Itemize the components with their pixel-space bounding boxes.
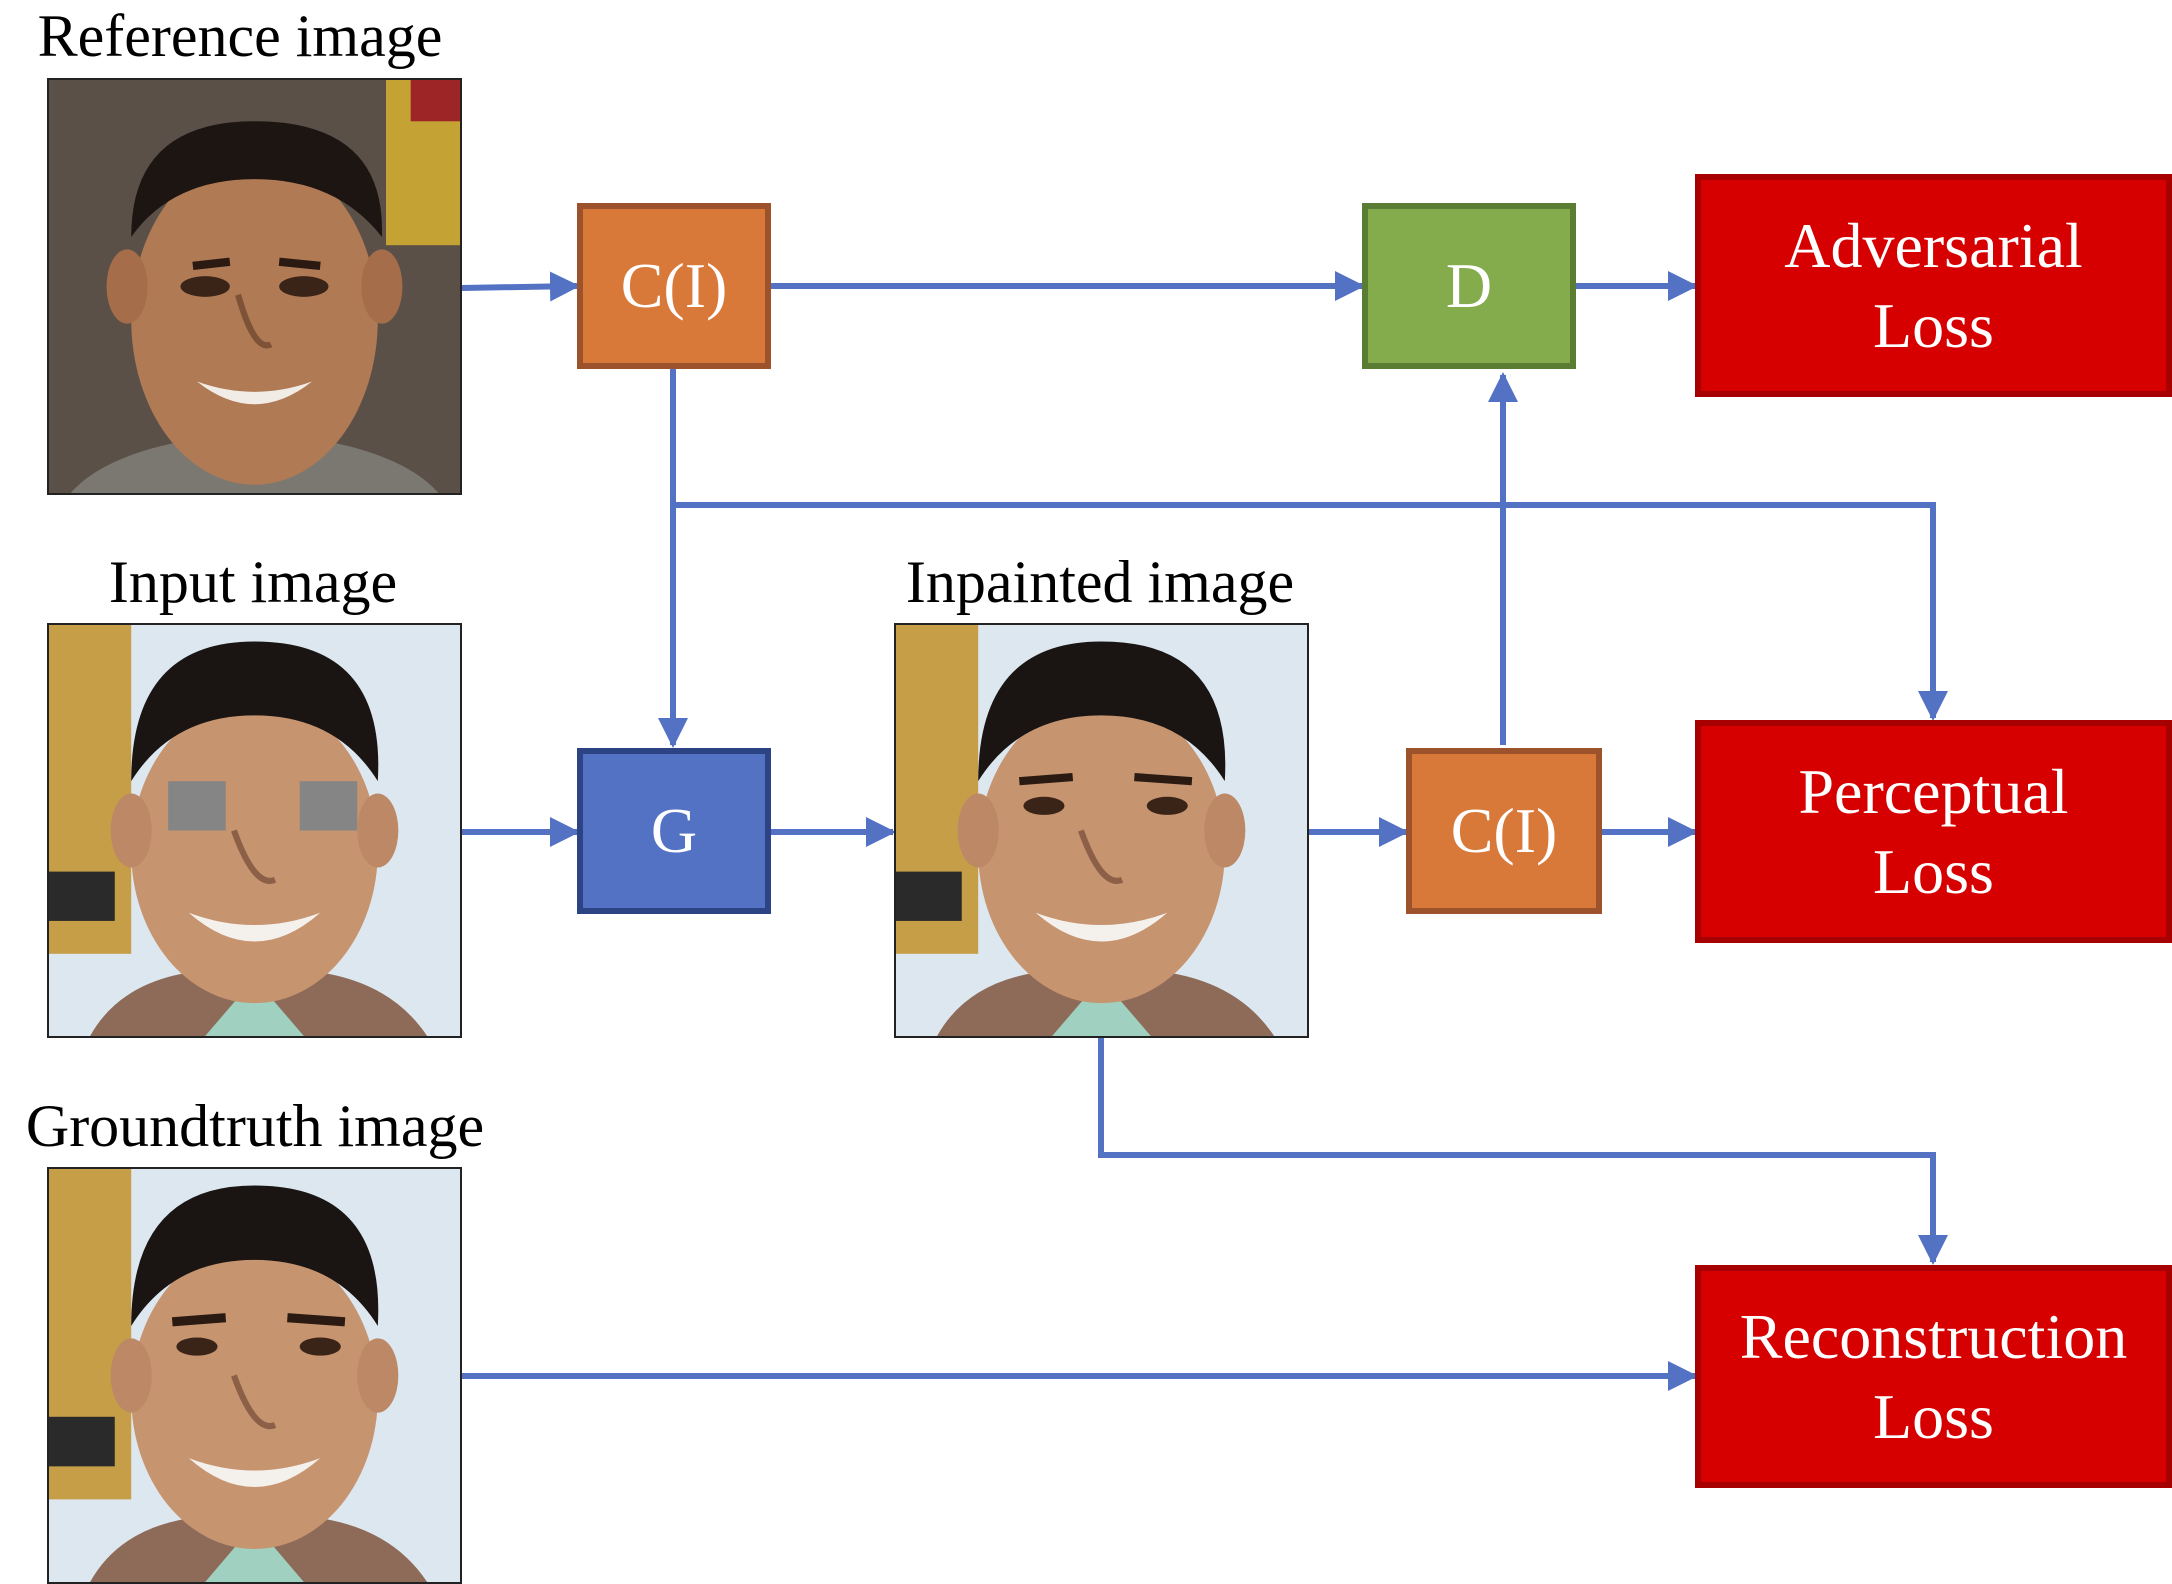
reconstruction-loss-box: Reconstruction Loss xyxy=(1695,1265,2172,1488)
generator-label: G xyxy=(650,795,698,866)
generator-block: G xyxy=(577,748,771,914)
context-encoder-top-label: C(I) xyxy=(620,250,728,321)
discriminator-block: D xyxy=(1362,203,1576,369)
perceptual-loss-line1: Perceptual xyxy=(1798,755,2069,827)
context-encoder-top-block: C(I) xyxy=(577,203,771,369)
context-encoder-bottom-label: C(I) xyxy=(1450,795,1558,866)
adversarial-loss-line1: Adversarial xyxy=(1784,209,2083,281)
input-face-photo xyxy=(47,623,462,1038)
adversarial-loss-box: Adversarial Loss xyxy=(1695,174,2172,397)
discriminator-label: D xyxy=(1445,250,1493,321)
reconstruction-loss-line2: Loss xyxy=(1873,1380,1994,1452)
eye-mask-left xyxy=(168,781,226,831)
reference-face-photo xyxy=(47,78,462,495)
inpainted-image-label: Inpainted image xyxy=(905,549,1295,615)
input-image-label: Input image xyxy=(108,549,398,615)
arrow-encoder-to-perceptual xyxy=(673,502,1948,721)
reference-image-label: Reference image xyxy=(37,3,443,69)
inpainted-face-photo xyxy=(894,623,1309,1038)
reconstruction-loss-line1: Reconstruction xyxy=(1739,1300,2128,1372)
groundtruth-image-label: Groundtruth image xyxy=(25,1093,485,1159)
arrow-inpainted-to-reconstruction xyxy=(1098,1038,1948,1265)
groundtruth-face-photo xyxy=(47,1167,462,1584)
adversarial-loss-line2: Loss xyxy=(1873,289,1994,361)
perceptual-loss-box: Perceptual Loss xyxy=(1695,720,2172,943)
arrow-reference-to-encoder xyxy=(461,271,580,302)
eye-mask-right xyxy=(299,781,358,831)
context-encoder-bottom-block: C(I) xyxy=(1406,748,1602,914)
perceptual-loss-line2: Loss xyxy=(1873,835,1994,907)
